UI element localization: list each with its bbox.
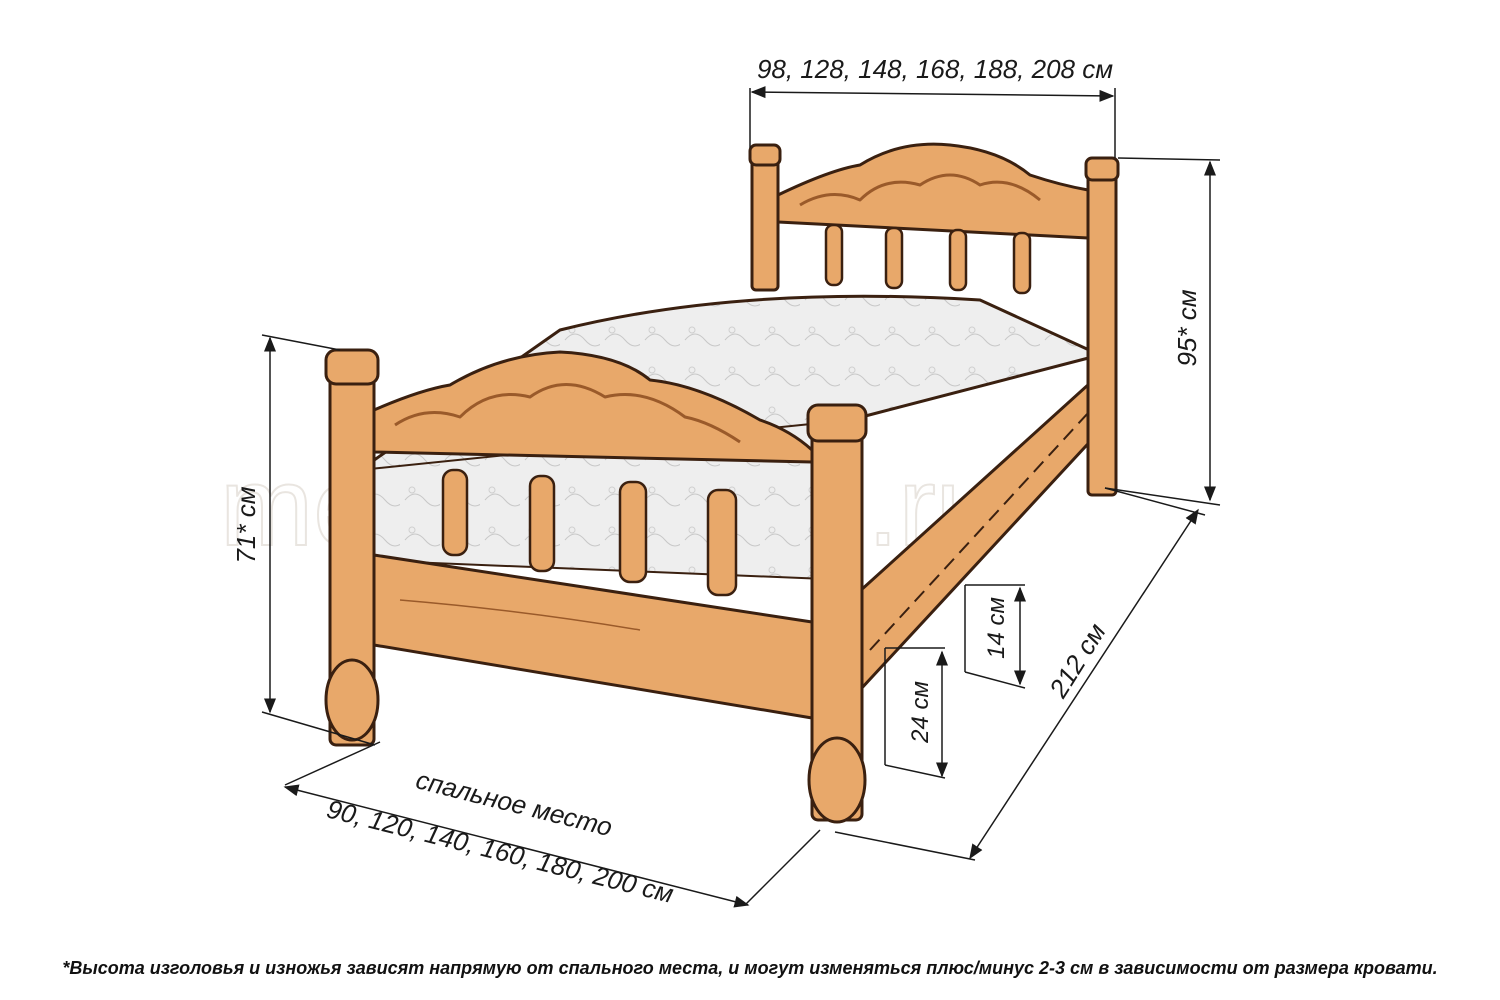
footboard-rail bbox=[372, 553, 814, 720]
footboard-height-label: 71* см bbox=[231, 486, 261, 563]
headboard-right-post bbox=[1086, 163, 1118, 497]
headboard-left-post bbox=[750, 148, 780, 292]
headboard-panel bbox=[776, 142, 1090, 240]
headboard-width-label: 98, 128, 148, 168, 188, 208 см bbox=[757, 54, 1113, 84]
floor-clearance-label: 24 см bbox=[907, 681, 934, 744]
frame-height-label: 14 см bbox=[983, 597, 1010, 659]
headboard-height-label: 95* см bbox=[1172, 289, 1202, 366]
footnote: *Высота изголовья и изножья зависят напр… bbox=[62, 958, 1438, 978]
dimension-lines bbox=[261, 86, 1221, 908]
length-label: 212 см bbox=[1043, 618, 1112, 704]
footboard-panel bbox=[372, 350, 814, 464]
bed-illustration bbox=[324, 142, 1120, 824]
